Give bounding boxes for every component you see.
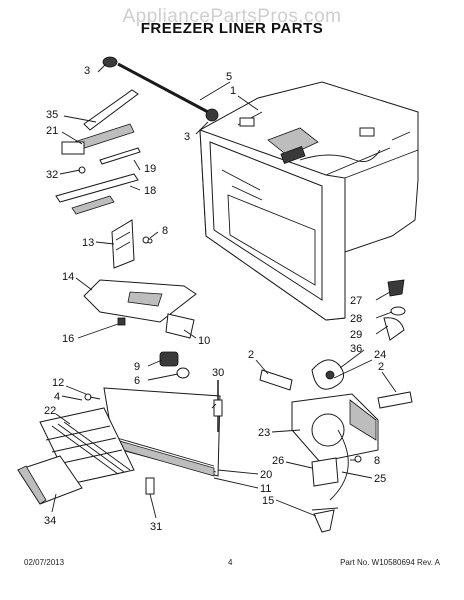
callout-20: 20 (260, 469, 272, 481)
callout-numbers: 3 5 1 3 35 21 32 19 18 13 8 14 16 10 9 6… (44, 65, 386, 533)
callout-2: 2 (248, 349, 254, 361)
rail-assembly (55, 89, 141, 215)
callout-35: 35 (46, 109, 58, 121)
callout-29: 29 (350, 329, 362, 341)
callout-11: 11 (260, 483, 271, 495)
leader-lines (51, 63, 397, 519)
callout-36: 36 (350, 343, 362, 355)
callout-28: 28 (350, 313, 362, 325)
footer-date: 02/07/2013 (24, 558, 65, 567)
callout-16: 16 (62, 333, 74, 345)
callout-27: 27 (350, 295, 362, 307)
screws (84, 238, 362, 463)
callout-5: 5 (226, 71, 232, 83)
callout-18: 18 (144, 185, 156, 197)
callout-23: 23 (258, 427, 270, 439)
callout-14: 14 (62, 271, 74, 283)
callout-25: 25 (374, 473, 386, 485)
fan-assembly (259, 359, 413, 463)
callout-15: 15 (262, 495, 274, 507)
callout-8: 8 (374, 455, 380, 467)
sensor (213, 380, 223, 432)
damper-knob (159, 351, 190, 379)
grille (17, 407, 135, 505)
damper-rod (102, 56, 219, 122)
callout-2: 2 (378, 361, 384, 373)
callout-31: 31 (150, 521, 162, 533)
callout-10: 10 (198, 335, 210, 347)
callout-22: 22 (44, 405, 56, 417)
callout-30: 30 (212, 367, 224, 379)
callout-13: 13 (82, 237, 94, 249)
callout-6: 6 (134, 375, 140, 387)
bracket (111, 219, 150, 269)
air-tray (83, 279, 197, 339)
callout-34: 34 (44, 515, 56, 527)
callout-3: 3 (84, 65, 90, 77)
callout-9: 9 (134, 361, 140, 373)
footer-part-no: Part No. W10580694 Rev. A (340, 558, 440, 567)
watermark: AppliancePartsPros.com (122, 6, 342, 27)
callout-26: 26 (272, 455, 284, 467)
damper-parts (383, 279, 406, 341)
callout-8: 8 (162, 225, 168, 237)
callout-24: 24 (374, 349, 386, 361)
freezer-liner (199, 81, 419, 321)
footer-page: 4 (228, 558, 233, 567)
diagram-title: FREEZER LINER PARTS (140, 20, 324, 37)
clip (145, 477, 155, 495)
callout-21: 21 (46, 125, 58, 137)
callout-19: 19 (144, 163, 156, 175)
motor-bracket (311, 429, 349, 533)
evaporator-cover (103, 387, 221, 477)
callout-1: 1 (230, 85, 236, 97)
callout-3: 3 (184, 131, 190, 143)
callout-32: 32 (46, 169, 58, 181)
callout-4: 4 (54, 391, 60, 403)
callout-12: 12 (52, 377, 64, 389)
